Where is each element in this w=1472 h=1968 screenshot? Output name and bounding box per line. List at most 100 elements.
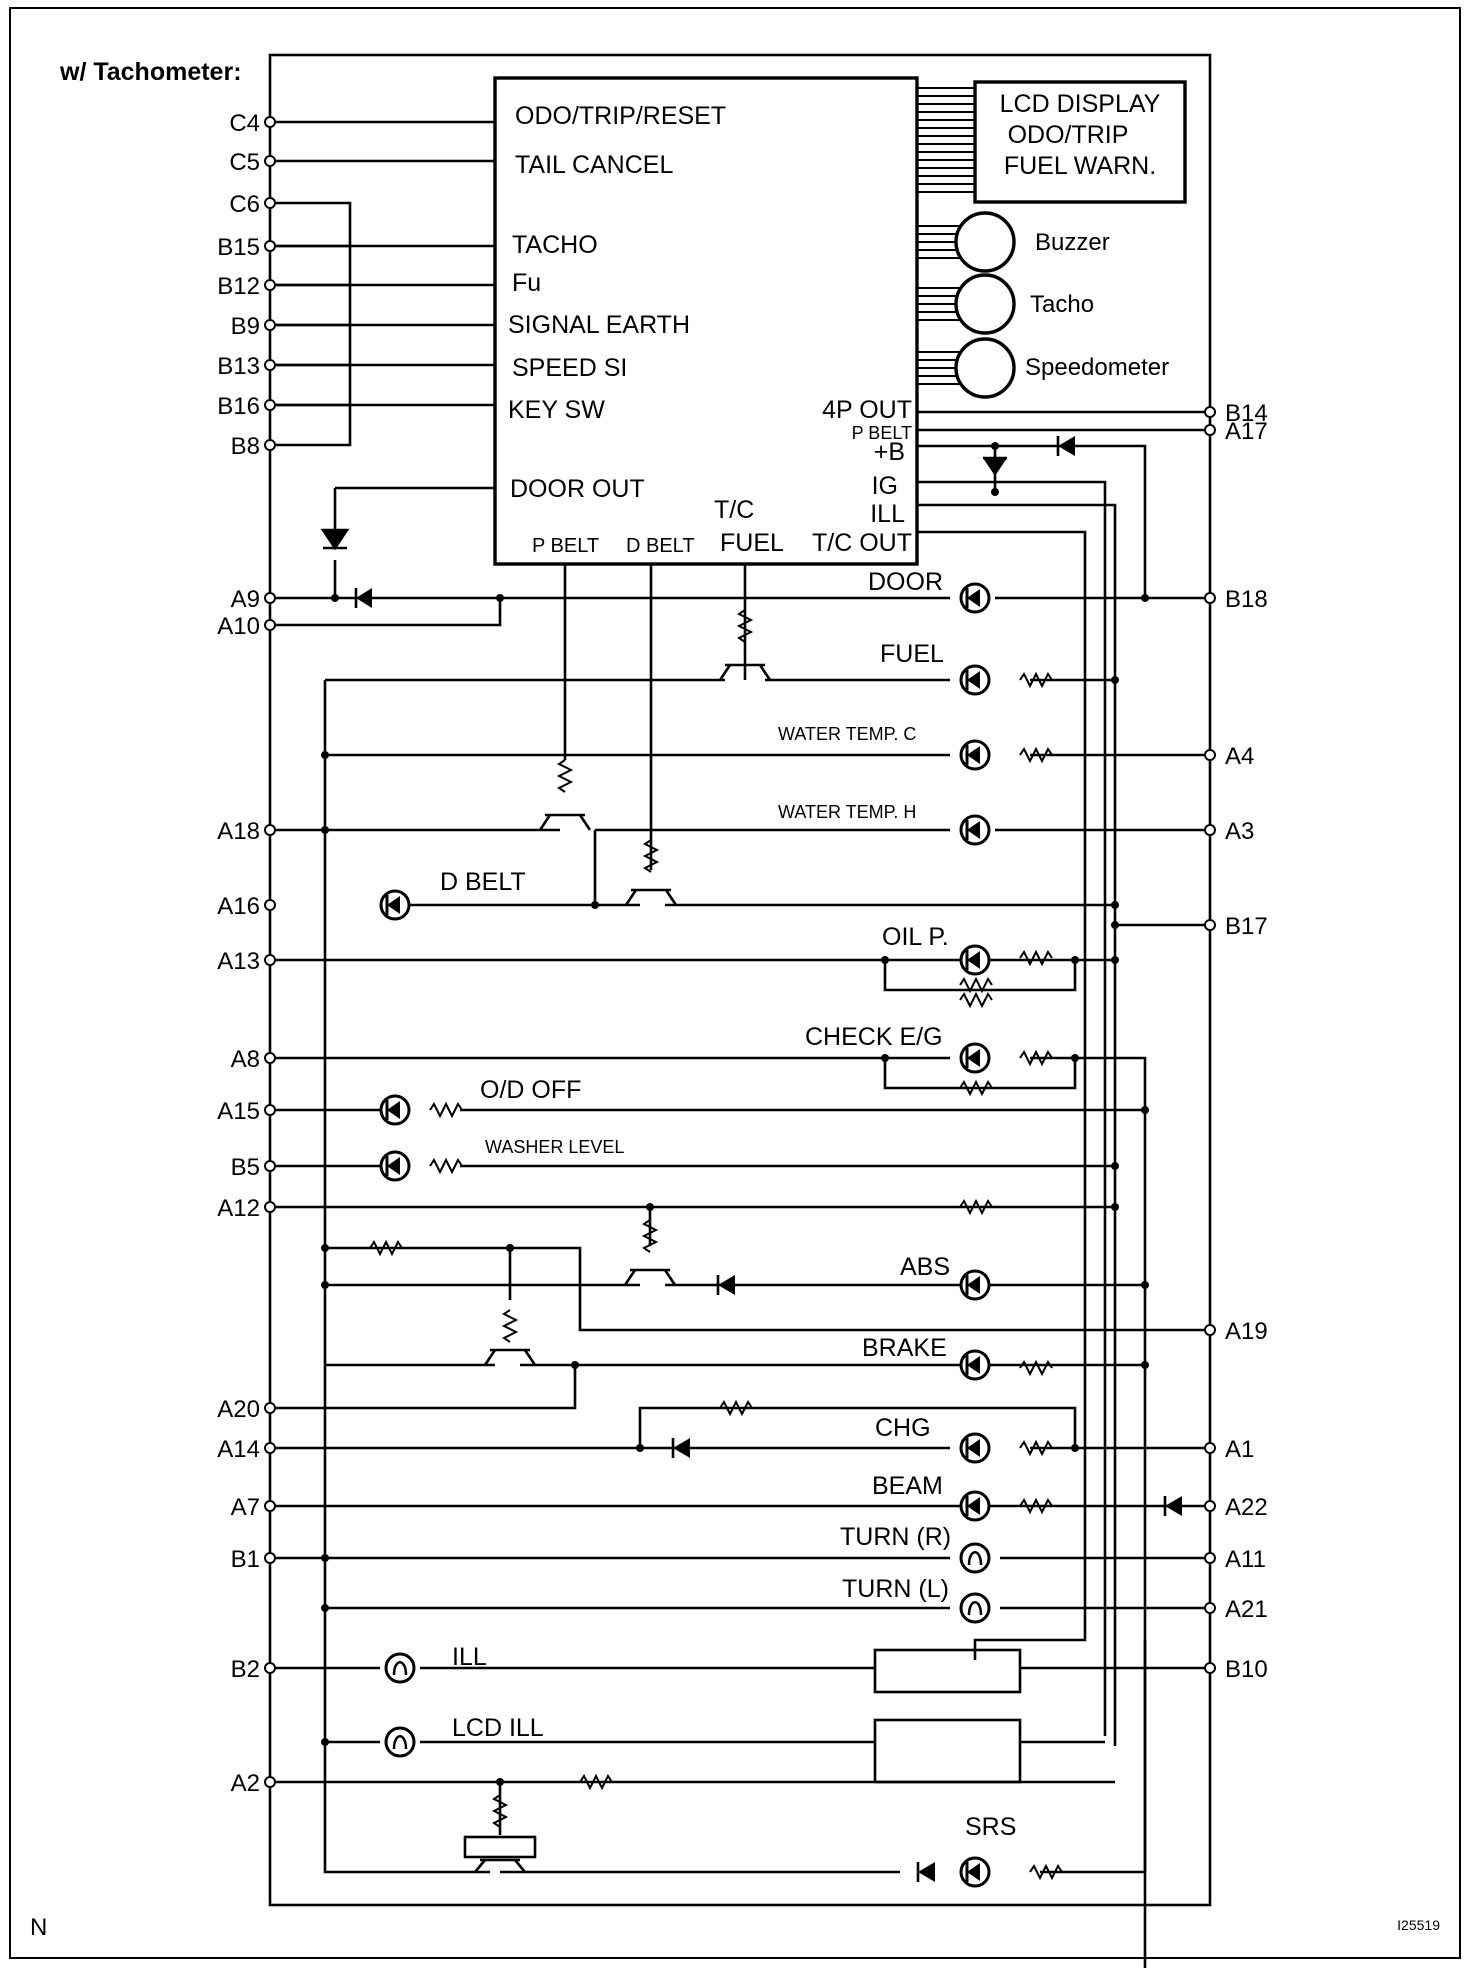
diodes bbox=[320, 436, 1182, 1882]
right-terminal-label: B14 bbox=[1225, 400, 1268, 427]
left-terminal-pin bbox=[264, 359, 276, 371]
ecu-label-speed: SPEED SI bbox=[512, 354, 627, 382]
left-terminal-pin bbox=[264, 1662, 276, 1674]
ecu-label-pbelt: P BELT bbox=[852, 423, 912, 443]
buzzer-label: Buzzer bbox=[1035, 229, 1110, 256]
left-terminal-label: A18 bbox=[217, 818, 260, 845]
ecu-label-bottom-dbelt: D BELT bbox=[626, 535, 695, 557]
left-terminal-label: B15 bbox=[217, 234, 260, 261]
left-terminal-pin bbox=[264, 592, 276, 604]
left-terminal-pin bbox=[264, 1104, 276, 1116]
gauge-group: Buzzer Tacho Speedometer bbox=[917, 211, 1169, 399]
left-terminal-pin bbox=[264, 319, 276, 331]
tacho-gauge bbox=[954, 273, 1016, 335]
left-terminal-pin bbox=[264, 1052, 276, 1064]
left-terminal-label: B8 bbox=[231, 433, 260, 460]
left-terminal-label: A20 bbox=[217, 1396, 260, 1423]
lcd-ill-bulb-icon bbox=[384, 1726, 416, 1758]
left-terminal-label: B13 bbox=[217, 353, 260, 380]
left-terminal-label: B1 bbox=[231, 1546, 260, 1573]
left-terminal-label: B16 bbox=[217, 393, 260, 420]
right-terminal-label: A19 bbox=[1225, 1318, 1268, 1345]
ecu-label-plusb: +B bbox=[874, 438, 905, 466]
right-terminal-label: A4 bbox=[1225, 743, 1254, 770]
left-terminal-label: A9 bbox=[231, 586, 260, 613]
left-terminal-pin bbox=[264, 279, 276, 291]
fuel-led-icon bbox=[959, 664, 991, 696]
check-eg-led-icon bbox=[959, 1042, 991, 1074]
left-terminal-pin bbox=[264, 240, 276, 252]
ecu-label-ig: IG bbox=[872, 472, 898, 500]
left-terminals: C4C5C6B15B12B9B13B16B8A9A10A18A16A13A8A1… bbox=[217, 110, 276, 1797]
header-text: w/ Tachometer: bbox=[59, 58, 242, 86]
turn-l-bulb-icon bbox=[959, 1592, 991, 1624]
ecu-label-signal-earth: SIGNAL EARTH bbox=[508, 311, 690, 339]
left-terminal-label: C5 bbox=[229, 149, 260, 176]
left-terminal-label: A12 bbox=[217, 1195, 260, 1222]
left-terminal-pin bbox=[264, 399, 276, 411]
label-beam: BEAM bbox=[872, 1472, 943, 1500]
ecu-label-tail: TAIL CANCEL bbox=[515, 151, 673, 179]
footer-right: I25519 bbox=[1397, 1917, 1440, 1933]
left-terminal-label: A2 bbox=[231, 1770, 260, 1797]
chg-led-icon bbox=[959, 1432, 991, 1464]
left-terminal-pin bbox=[264, 619, 276, 631]
od-off-led-icon bbox=[379, 1094, 411, 1126]
right-terminal-pin bbox=[1204, 1662, 1216, 1674]
wiring bbox=[270, 120, 1210, 1968]
label-water-h: WATER TEMP. H bbox=[778, 802, 916, 822]
right-terminal-pin bbox=[1204, 1442, 1216, 1454]
label-chg: CHG bbox=[875, 1414, 931, 1442]
ill-bulb-icon bbox=[384, 1652, 416, 1684]
right-terminal-label: A11 bbox=[1225, 1546, 1266, 1573]
ecu-label-ill: ILL bbox=[870, 500, 905, 528]
footer-left: N bbox=[30, 1914, 47, 1941]
left-terminal-label: A16 bbox=[217, 893, 260, 920]
water-temp-h-led-icon bbox=[959, 814, 991, 846]
right-terminal-label: B10 bbox=[1225, 1656, 1268, 1683]
label-washer-level: WASHER LEVEL bbox=[485, 1137, 624, 1157]
left-terminal-label: B9 bbox=[231, 313, 260, 340]
resistors bbox=[369, 609, 1063, 1881]
left-terminal-pin bbox=[264, 155, 276, 167]
left-terminal-label: B5 bbox=[231, 1154, 260, 1181]
srs-led-icon bbox=[959, 1856, 991, 1888]
left-terminal-label: A14 bbox=[217, 1436, 260, 1463]
left-terminal-pin bbox=[264, 1201, 276, 1213]
ecu-label-tc-out: T/C OUT bbox=[812, 529, 912, 557]
label-water-c: WATER TEMP. C bbox=[778, 724, 916, 744]
left-terminal-label: A10 bbox=[217, 613, 260, 640]
left-terminal-label: A7 bbox=[231, 1494, 260, 1521]
left-terminal-pin bbox=[264, 439, 276, 451]
left-terminal-pin bbox=[264, 899, 276, 911]
buzzer-gauge bbox=[954, 211, 1016, 273]
left-terminal-pin bbox=[264, 1500, 276, 1512]
right-terminal-label: A22 bbox=[1225, 1494, 1268, 1521]
left-terminal-label: B2 bbox=[231, 1656, 260, 1683]
label-fuel: FUEL bbox=[880, 640, 944, 668]
ecu-label-bottom-fuel: FUEL bbox=[720, 529, 784, 557]
lcd-line-2: ODO/TRIP bbox=[1008, 121, 1129, 149]
left-terminal-pin bbox=[264, 1442, 276, 1454]
right-terminal-label: A21 bbox=[1225, 1596, 1268, 1623]
oil-p-led-icon bbox=[959, 944, 991, 976]
right-terminal-pin bbox=[1204, 749, 1216, 761]
label-brake: BRAKE bbox=[862, 1334, 947, 1362]
label-d-belt: D BELT bbox=[440, 868, 526, 896]
left-terminal-label: C4 bbox=[229, 110, 260, 137]
left-terminal-pin bbox=[264, 1402, 276, 1414]
left-terminal-pin bbox=[264, 954, 276, 966]
left-terminal-label: A8 bbox=[231, 1046, 260, 1073]
indicator-labels: DOOR FUEL WATER TEMP. C WATER TEMP. H D … bbox=[440, 568, 1016, 1841]
left-terminal-pin bbox=[264, 1776, 276, 1788]
ecu-label-4p: 4P OUT bbox=[822, 396, 912, 424]
right-terminal-pin bbox=[1204, 592, 1216, 604]
right-terminal-label: B18 bbox=[1225, 586, 1268, 613]
right-terminal-label: B17 bbox=[1225, 913, 1268, 940]
left-terminal-pin bbox=[264, 1160, 276, 1172]
left-terminal-label: A15 bbox=[217, 1098, 260, 1125]
right-terminal-label: A17 bbox=[1225, 418, 1268, 445]
